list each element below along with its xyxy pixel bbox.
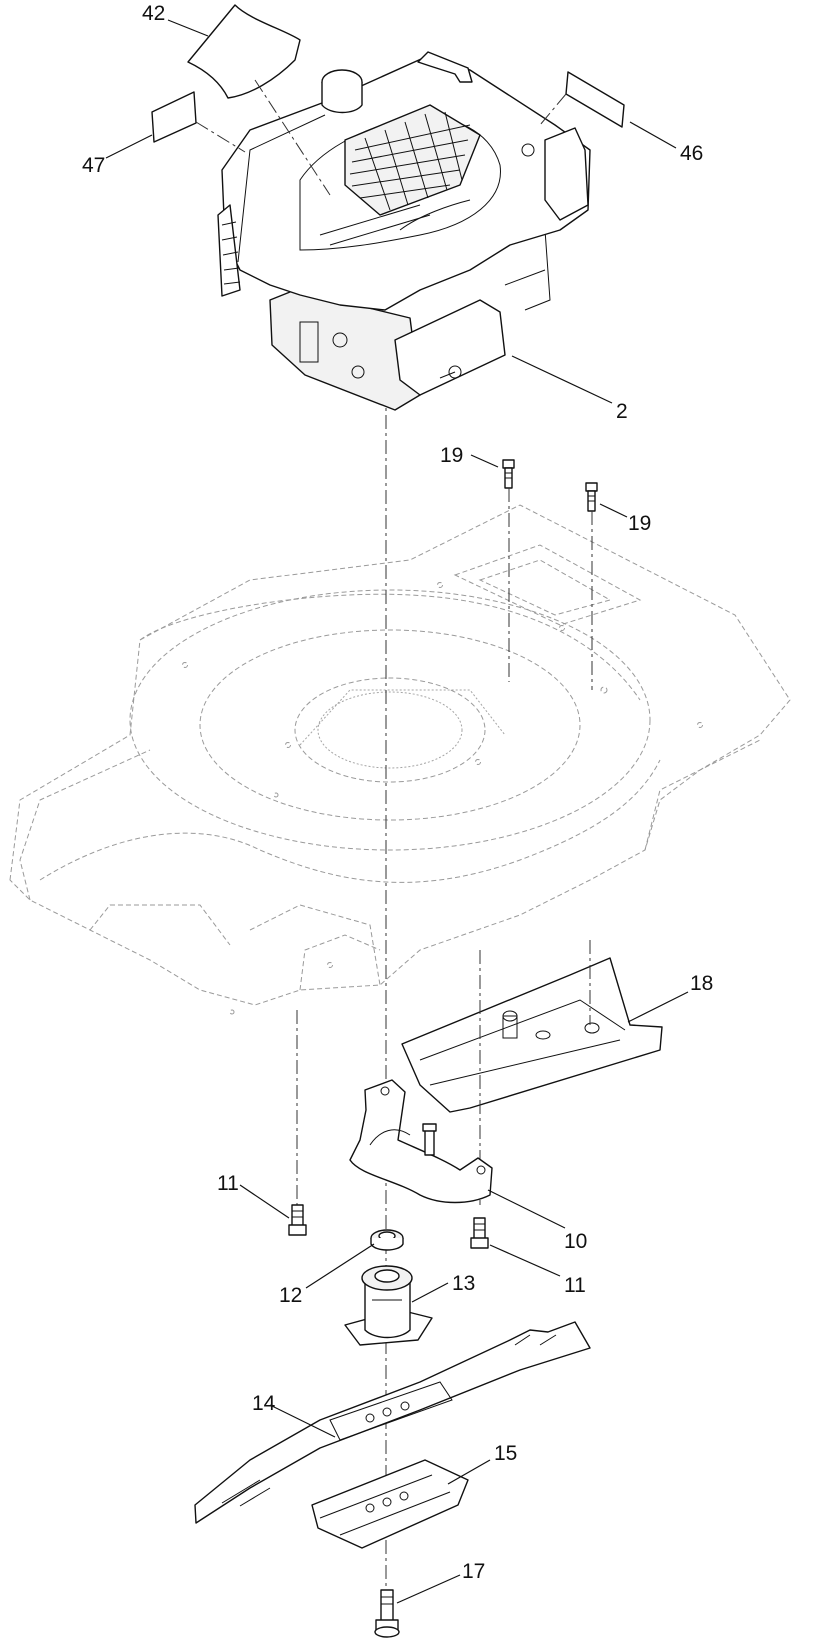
blade-14 [194,1321,591,1524]
leader-14 [269,1404,336,1438]
leader-13 [411,1282,449,1303]
callout-15: 15 [494,1442,517,1465]
callout-17: 17 [462,1560,485,1583]
leader-2 [511,355,613,404]
decal-46-placement-line [539,93,567,126]
leader-18 [627,991,689,1023]
leader-47 [105,134,153,159]
leader-19-left [470,454,499,468]
callout-2: 2 [616,400,628,423]
callout-47: 47 [82,154,105,177]
leader-17 [396,1574,461,1604]
mower-deck-phantom [9,504,791,1015]
decal-46 [565,71,625,128]
callout-19-right: 19 [628,512,651,535]
guard-18 [401,957,663,1113]
callout-14: 14 [252,1392,276,1415]
bracket-10 [349,1079,493,1204]
decal-42-placement-line [254,79,331,196]
decal-47-placement-line [195,121,246,153]
blade-adapter-13 [344,1265,433,1346]
decal-47 [151,91,197,143]
callout-11-right: 11 [564,1274,586,1297]
decal-42 [187,4,301,99]
leader-42 [167,19,209,37]
washer-12 [370,1229,404,1251]
leader-19-right [599,503,628,518]
callout-11-left: 11 [217,1172,239,1195]
bolt-11-right [470,1217,489,1249]
bolt-19-left [502,459,515,489]
leader-46 [629,121,677,149]
callout-46: 46 [680,142,703,165]
bolt-11-left [288,1204,307,1236]
bolt-17 [374,1589,400,1638]
engine-assembly [217,51,591,411]
callout-18: 18 [690,972,713,995]
leader-11-left [239,1184,290,1219]
leader-11-right [489,1244,561,1277]
callout-42: 42 [142,2,165,25]
leader-15 [447,1459,491,1485]
callout-19-left: 19 [440,444,463,467]
stiffener-15 [311,1459,469,1549]
leader-12 [305,1243,375,1289]
callout-12: 12 [279,1284,302,1307]
leader-10 [487,1189,566,1229]
callout-10: 10 [564,1230,587,1253]
bolt-19-right [585,482,598,512]
callout-13: 13 [452,1272,475,1295]
